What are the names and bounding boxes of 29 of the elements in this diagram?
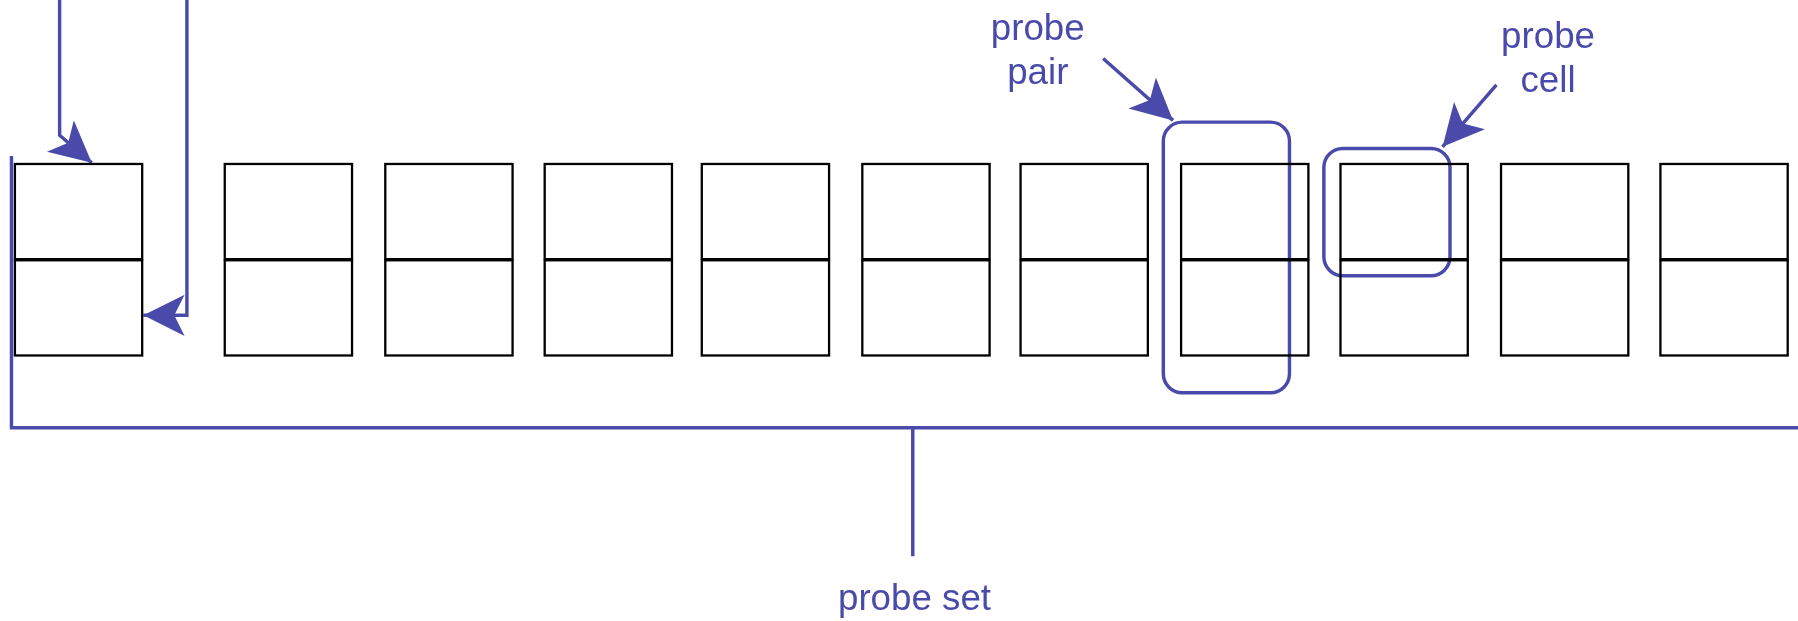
grid-cell [700, 259, 831, 357]
grid-cell [543, 162, 674, 261]
leader-arrow [1102, 57, 1175, 122]
grid-cell [1659, 162, 1789, 261]
grid-cell [1499, 162, 1630, 261]
grid-cell [1179, 259, 1310, 357]
arrow [46, 0, 93, 165]
grid-cell [1019, 259, 1149, 357]
callout-label: probe pair [974, 5, 1101, 100]
grid-cell [13, 162, 144, 261]
grid-cell [223, 259, 354, 357]
grid-cell [543, 259, 674, 357]
grid-cell [1339, 259, 1469, 357]
grid-cell [1179, 162, 1310, 261]
grid-cell [1499, 259, 1630, 357]
grid-cell [861, 162, 991, 261]
grid-cell [1019, 162, 1149, 261]
leader-arrow [1441, 83, 1498, 148]
grid-cell [1659, 259, 1789, 357]
grid-cell [861, 259, 991, 357]
callout-label: probe cell [1490, 13, 1606, 108]
bracket-label: probe set [837, 575, 992, 620]
arrow [143, 0, 189, 336]
grid-cell [700, 162, 831, 261]
grid-cell [384, 162, 514, 261]
grid-cell [384, 259, 514, 357]
grid-cell [1339, 162, 1469, 261]
grid-cell [223, 162, 354, 261]
grid-cell [13, 259, 144, 357]
